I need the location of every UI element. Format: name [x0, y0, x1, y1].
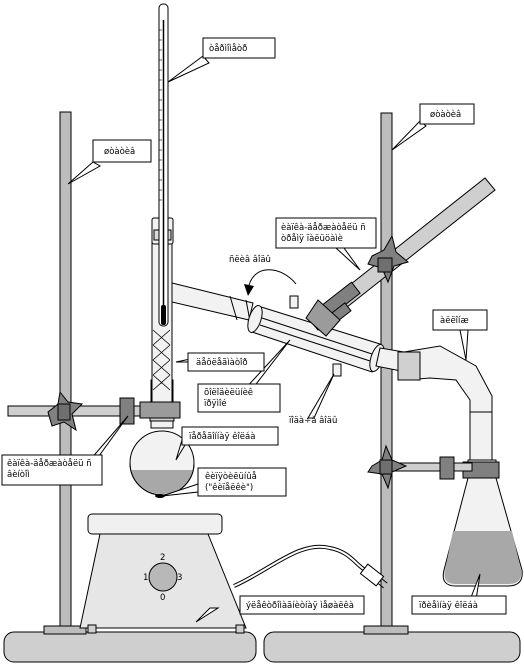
condenser	[247, 295, 411, 377]
receiving-flask	[442, 459, 523, 587]
condenser-clamp-line2: òðåìÿ ïàëüöàìè	[281, 233, 343, 244]
stirrer-dial[interactable]	[148, 562, 178, 592]
dial-mark-right: 3	[177, 573, 182, 583]
svg-text:øòàòèâ: øòàòèâ	[104, 146, 135, 157]
label-water-in: ïîäà÷à âîäû	[288, 416, 337, 426]
label-boiling-chips: êèïÿòèëüíûå ("êèïåëêè")	[197, 467, 287, 497]
label-allonge: àëëîíæ	[432, 309, 488, 331]
label-stand-right: øòàòèâ	[419, 103, 475, 125]
svg-text:ïåðåãîííàÿ êîëáà: ïåðåãîííàÿ êîëáà	[188, 431, 255, 442]
label-thermometer: òåðìîìåòð	[202, 37, 276, 59]
receiver-clamp	[367, 444, 473, 490]
boiling-chips	[155, 494, 165, 498]
left-clamp-line2: âèíòîì	[7, 469, 30, 480]
magnetic-stirrer: 2 1 3 0	[79, 513, 247, 634]
label-ice-condenser: õîëîäèëüíèê ïðÿìîé	[197, 383, 281, 413]
condenser-clamp-line1: èàïêà-äåðæàòåëü ñ	[281, 222, 366, 233]
right-base-plate	[263, 631, 521, 663]
svg-text:ïîäà÷à âîäû: ïîäà÷à âîäû	[288, 416, 337, 426]
allonge	[397, 345, 493, 467]
label-receiving-flask: ïðèåìíàÿ êîëáà	[411, 595, 507, 615]
water-out-arrow	[247, 269, 297, 291]
thermometer	[158, 3, 169, 327]
ice-condenser-line2: ïðÿìîé	[203, 398, 227, 409]
dial-mark-left: 1	[143, 573, 148, 583]
label-round-flask: ïåðåãîííàÿ êîëáà	[181, 426, 279, 446]
label-condenser-clamp: èàïêà-äåðæàòåëü ñ òðåìÿ ïàëüöàìè	[275, 217, 377, 249]
svg-text:äåôëåãìàòîð: äåôëåãìàòîð	[196, 357, 248, 368]
label-stand-left: øòàòèâ	[92, 139, 152, 163]
condenser-clamp	[305, 177, 496, 337]
svg-text:òåðìîìåòð: òåðìîìåòð	[209, 43, 247, 54]
power-plug	[359, 563, 388, 589]
label-left-clamp: êàïêà-äåðæàòåëü ñ âèíòîì	[1, 454, 103, 486]
svg-text:êàïêà-äåðæàòåëü ñ âèíòîì: êàïêà-äåðæàòåëü ñ âèíòîì	[7, 458, 94, 480]
left-clamp	[7, 390, 181, 432]
svg-text:ýëåêòðîìàãíèòíàÿ ìåøàëêà: ýëåêòðîìàãíèòíàÿ ìåøàëêà	[246, 600, 354, 611]
dial-mark-top: 2	[160, 553, 165, 563]
right-stand	[363, 112, 409, 635]
label-magnetic-stirrer: ýëåêòðîìàãíèòíàÿ ìåøàëêà	[239, 595, 365, 615]
boiling-chips-line1: êèïÿòèëüíûå	[205, 471, 257, 482]
svg-text:èàïêà-äåðæàòåëü ñ òðåìÿ: èàïêà-äåðæàòåëü ñ òðåìÿ ïàëüöàìè	[281, 222, 368, 244]
svg-text:øòàòèâ: øòàòèâ	[430, 109, 461, 120]
distillation-side-arm	[171, 282, 254, 322]
svg-text:êèïÿòèëüíûå ("êèïåëêè"): êèïÿòèëüíûå ("êèïåëêè")	[205, 471, 260, 493]
svg-text:ïðèåìíàÿ êîëáà: ïðèåìíàÿ êîëáà	[418, 600, 478, 611]
svg-text:õîëîäèëüíèê ïðÿìîé: õîëîäèëüíèê ïðÿìîé	[203, 387, 256, 409]
dial-mark-bottom: 0	[160, 593, 165, 603]
boiling-chips-line2: ("êèïåëêè")	[205, 482, 253, 493]
svg-text:àëëîíæ: àëëîíæ	[440, 316, 469, 326]
left-clamp-line1: êàïêà-äåðæàòåëü ñ	[7, 458, 92, 469]
svg-text:ñëèâ âîäû: ñëèâ âîäû	[229, 254, 271, 265]
ice-condenser-line1: õîëîäèëüíèê	[204, 387, 253, 398]
power-cord	[233, 544, 367, 588]
label-drop-column: äåôëåãìàòîð	[187, 352, 265, 372]
label-water-out: ñëèâ âîäû	[229, 254, 271, 265]
left-stand	[43, 111, 87, 635]
left-base-plate	[3, 631, 257, 663]
